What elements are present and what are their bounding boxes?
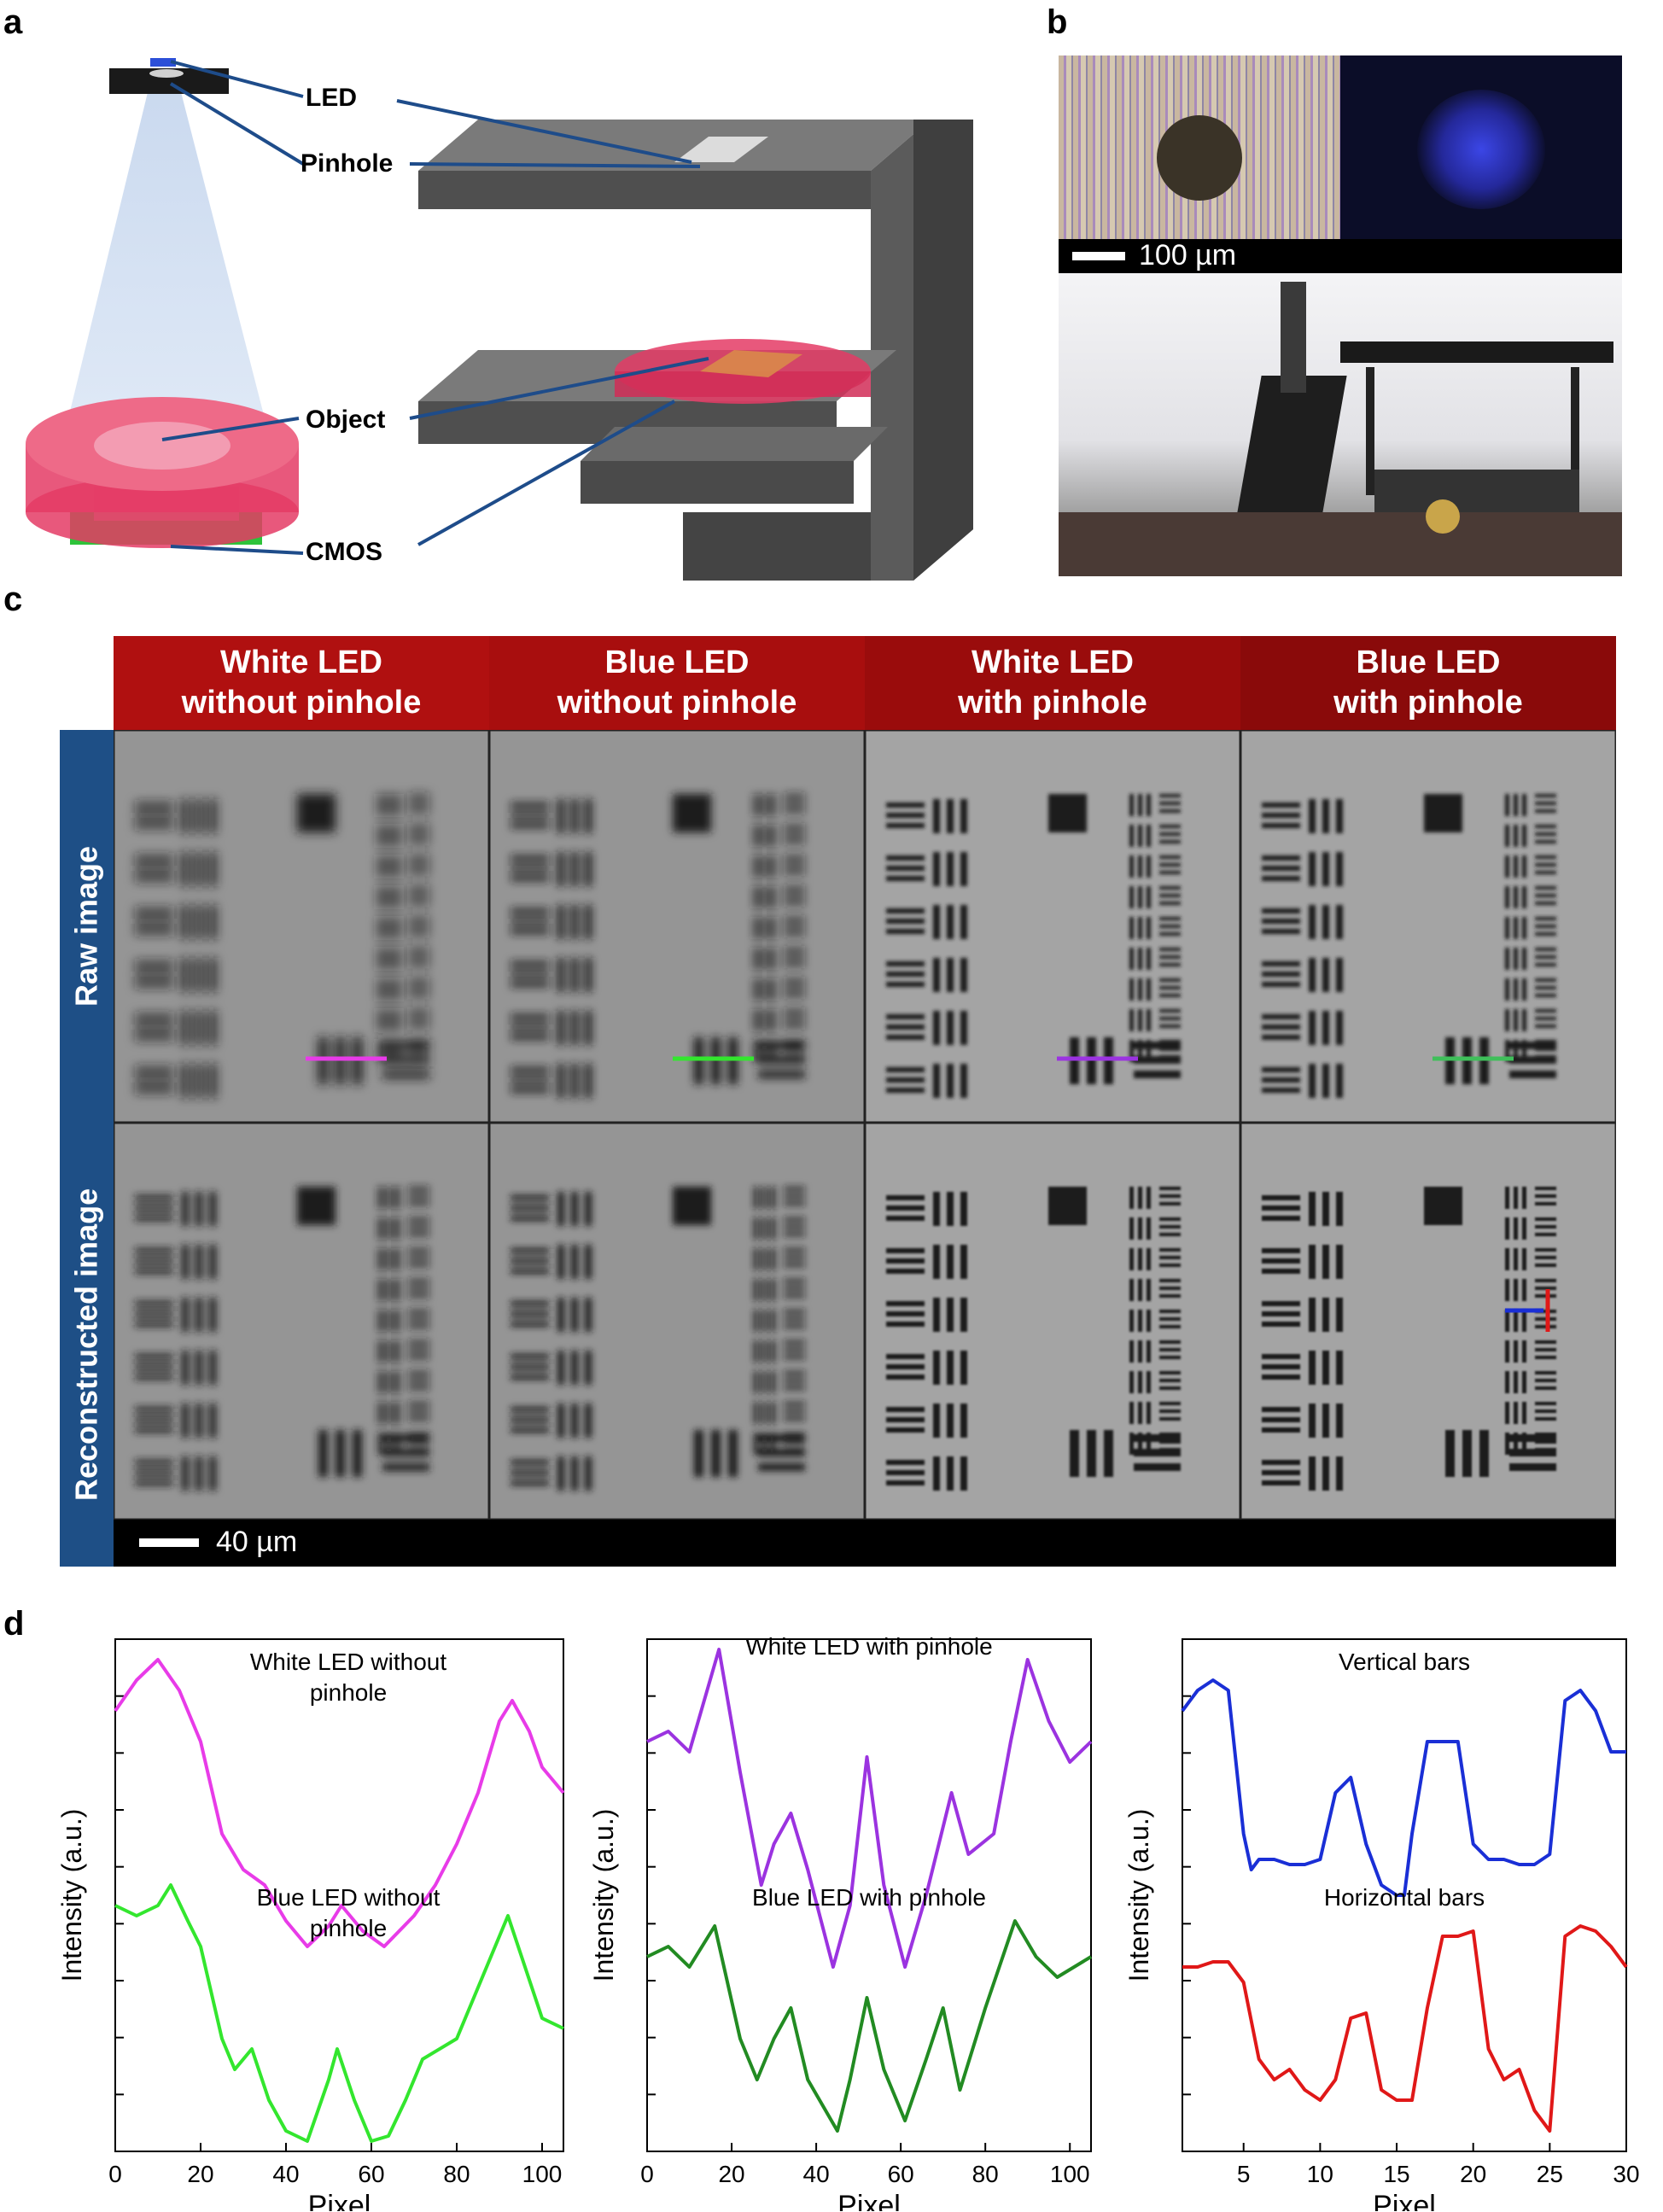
usaf-target-images — [112, 728, 1618, 1521]
scalebar-c-label: 40 µm — [216, 1526, 298, 1558]
panel-label-a: a — [3, 3, 23, 41]
x-tick-label: 30 — [1613, 2161, 1639, 2187]
column-headers: White LED without pinhole Blue LED witho… — [114, 636, 1616, 730]
scalebar-b-label: 100 µm — [1139, 239, 1237, 271]
x-tick-label: 20 — [718, 2161, 744, 2187]
x-tick-label: 5 — [1237, 2161, 1251, 2187]
pinhole-dark-spot — [1157, 115, 1242, 201]
x-tick-label: 100 — [1050, 2161, 1090, 2187]
x-tick-label: 15 — [1383, 2161, 1409, 2187]
x-tick-label: 80 — [443, 2161, 470, 2187]
series-line-1 — [1181, 1678, 1626, 1897]
callout-lines — [161, 60, 709, 555]
x-tick-label: 80 — [972, 2161, 999, 2187]
panel-label-b: b — [1047, 3, 1068, 41]
col-header-blue-pinhole: Blue LED with pinhole — [1240, 636, 1616, 730]
setup-schematic — [26, 58, 973, 581]
label-led: LED — [306, 84, 357, 112]
x-axis-label: Pixel — [1373, 2190, 1436, 2211]
panel-label-c: c — [3, 581, 23, 618]
grid-cell-r1-c3 — [1239, 1121, 1618, 1521]
grid-cell-r0-c2 — [863, 728, 1242, 1124]
label-pinhole: Pinhole — [301, 149, 394, 178]
grid-cell-r0-c3 — [1239, 728, 1618, 1124]
x-tick-label: 100 — [522, 2161, 563, 2187]
x-tick-label: 0 — [640, 2161, 654, 2187]
x-tick-label: 60 — [358, 2161, 384, 2187]
image-grid — [112, 728, 1618, 1521]
label-object: Object — [306, 406, 386, 434]
plot-frame — [646, 1638, 1092, 2152]
series-line-2 — [646, 1919, 1093, 2133]
scalebar-b — [1072, 252, 1125, 260]
setup-photo — [1059, 273, 1622, 576]
series-line-2 — [114, 1883, 564, 2143]
x-tick-label: 20 — [187, 2161, 213, 2187]
x-tick-label: 40 — [803, 2161, 830, 2187]
x-tick-label: 20 — [1460, 2161, 1486, 2187]
grid-cell-r1-c2 — [863, 1121, 1242, 1521]
plot-frame — [1182, 1638, 1627, 2152]
row-header-reconstructed: Reconstructed image — [60, 1123, 114, 1567]
series-label-1: Vertical bars — [1339, 1649, 1470, 1675]
x-axis-label: Pixel — [308, 2190, 371, 2211]
pinhole-micrograph — [1059, 55, 1340, 239]
x-tick-label: 0 — [108, 2161, 122, 2187]
x-axis-label: Pixel — [837, 2190, 901, 2211]
series-label-2: Horizontal bars — [1324, 1884, 1485, 1911]
scalebar-strip-b: 100 µm — [1059, 239, 1622, 273]
label-cmos: CMOS — [306, 538, 382, 566]
y-axis-label: Intensity (a.u.) — [56, 1809, 87, 1982]
grid-cell-r1-c1 — [487, 1121, 867, 1521]
grid-cell-r0-c1 — [487, 728, 867, 1124]
series-label-1: White LED with pinhole — [745, 1633, 992, 1660]
light-cone — [68, 85, 265, 418]
x-tick-label: 25 — [1537, 2161, 1563, 2187]
x-tick-label: 60 — [888, 2161, 914, 2187]
led-spot-image — [1340, 55, 1622, 239]
col-header-white-no-pinhole: White LED without pinhole — [114, 636, 489, 730]
y-axis-label: Intensity (a.u.) — [1123, 1809, 1154, 1982]
led-chip — [150, 58, 176, 67]
row-header-raw: Raw image — [60, 730, 114, 1123]
scalebar-c — [139, 1538, 199, 1547]
x-tick-label: 40 — [272, 2161, 299, 2187]
y-axis-label: Intensity (a.u.) — [588, 1809, 619, 1982]
series-line-2 — [1182, 1924, 1628, 2133]
series-label-2: Blue LED with pinhole — [752, 1884, 986, 1911]
panel-label-d: d — [3, 1605, 25, 1643]
series-line-1 — [646, 1648, 1093, 1969]
x-tick-label: 10 — [1307, 2161, 1333, 2187]
plot-frame — [114, 1638, 564, 2152]
scalebar-strip-c: 40 µm — [114, 1520, 1616, 1567]
series-line-1 — [114, 1658, 565, 1948]
grid-cell-r1-c0 — [112, 1121, 491, 1521]
col-header-blue-no-pinhole: Blue LED without pinhole — [489, 636, 865, 730]
col-header-white-pinhole: White LED with pinhole — [865, 636, 1240, 730]
grid-cell-r0-c0 — [112, 728, 491, 1124]
